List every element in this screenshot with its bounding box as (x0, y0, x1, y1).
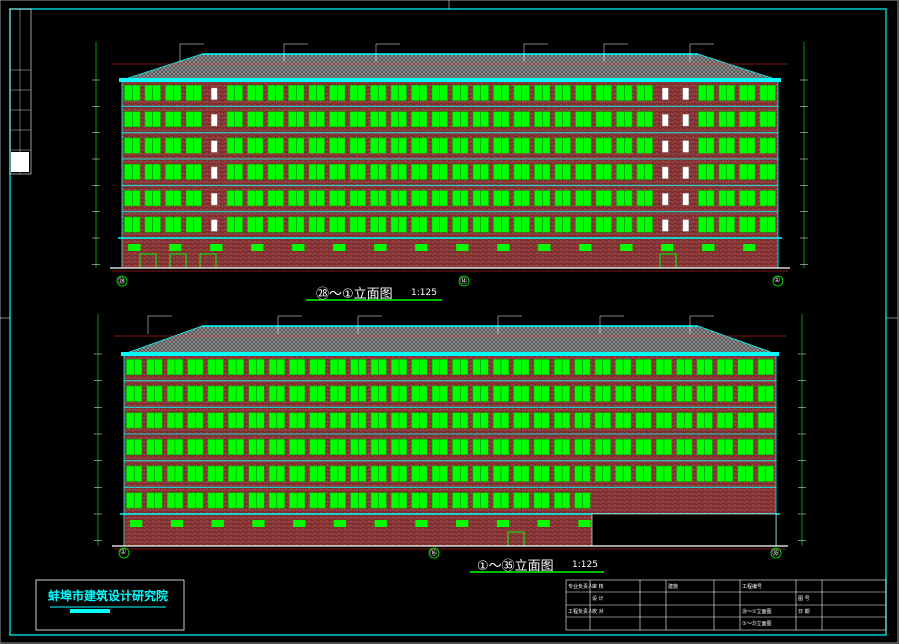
title-block-cell: ①～㉟立面图 (742, 621, 772, 627)
stair-window (682, 219, 690, 232)
axis-marker-label: ㉘ (118, 277, 125, 285)
title-block-cell: 设 计 (592, 596, 604, 602)
stair-window (661, 219, 669, 232)
ground-window (496, 520, 510, 527)
ground-window (293, 520, 306, 527)
ground-window (578, 520, 591, 527)
axis-marker-circle (428, 547, 440, 559)
ground-window (537, 520, 550, 527)
ground-window (456, 520, 469, 527)
ground-window (456, 244, 469, 251)
axis-marker-circle (118, 547, 130, 559)
ground-window (128, 244, 141, 251)
ground-window (661, 244, 674, 251)
stair-window (661, 87, 669, 100)
stair-window (661, 114, 669, 127)
roof (121, 53, 779, 81)
axis-marker-label: ⑭ (460, 277, 467, 285)
title-block-cell: 校 对 (592, 609, 604, 615)
ground-window (702, 244, 715, 251)
title-block (565, 579, 887, 631)
ground-window (374, 244, 387, 251)
title-block-cell: 工程编号 (742, 584, 763, 590)
ground-window (538, 244, 551, 251)
institute-name: 蚌埠市建筑设计研究院 (48, 589, 169, 603)
ground-window (170, 520, 184, 527)
ground-window (251, 244, 264, 251)
title-block-cell: 专业负责人 (568, 584, 594, 590)
stair-window (210, 193, 218, 206)
passage-opening (591, 513, 777, 547)
lower-elevation-building (94, 314, 806, 550)
axis-marker-label: ⑯ (430, 549, 437, 557)
title-block-cell: ㉘～①立面图 (742, 609, 772, 615)
title-block-cell: 日 期 (798, 609, 810, 615)
ground-window (130, 520, 143, 527)
stair-window (682, 87, 690, 100)
stair-window (682, 193, 690, 206)
ground-window (579, 244, 592, 251)
stair-window (661, 166, 669, 179)
axis-marker-label: ㉟ (772, 549, 779, 557)
stair-window (210, 87, 218, 100)
stair-window (210, 219, 218, 232)
ground-window (333, 520, 347, 527)
ground-window (333, 244, 346, 251)
roof (123, 325, 777, 355)
axis-marker-label: ① (774, 276, 781, 284)
ground-window (374, 520, 387, 527)
axis-marker-label: ① (120, 548, 127, 556)
cornice (121, 352, 779, 356)
ground-window (415, 244, 428, 251)
axis-marker-circle (770, 547, 782, 559)
ground-window (210, 244, 223, 251)
ground-window (292, 244, 305, 251)
stair-window (661, 140, 669, 153)
axis-marker-circle (772, 275, 784, 287)
stair-window (210, 140, 218, 153)
institute-box (35, 579, 185, 631)
title-block-cell: 建施 (668, 584, 679, 590)
ground-window (169, 244, 182, 251)
title-block-cell: 工程负责人 (568, 609, 594, 615)
stair-window (682, 140, 690, 153)
upper-elevation-scale: 1:125 (411, 288, 437, 298)
stair-window (210, 166, 218, 179)
left-signature-strip (9, 8, 32, 175)
title-block-cell: 图 号 (798, 596, 810, 602)
ground-window (620, 244, 633, 251)
upper-elevation-title: ㉘～①立面图 (316, 287, 393, 302)
axis-marker-circle (116, 275, 128, 287)
ground-window (743, 244, 756, 251)
lower-elevation-title: ①～㉟立面图 (477, 559, 554, 574)
axis-marker-circle (458, 275, 470, 287)
stair-window (210, 114, 218, 127)
ground-window (211, 520, 224, 527)
ground-window (415, 520, 428, 527)
upper-elevation-building (92, 42, 808, 272)
lower-elevation-scale: 1:125 (572, 560, 598, 570)
stair-window (661, 193, 669, 206)
ground-floor (121, 237, 779, 269)
title-block-cell: 审 核 (592, 584, 604, 590)
cornice (119, 78, 781, 82)
stair-window (682, 166, 690, 179)
stair-window (682, 114, 690, 127)
sheet-inner-frame (9, 8, 887, 636)
ground-window (497, 244, 510, 251)
ground-window (252, 520, 265, 527)
